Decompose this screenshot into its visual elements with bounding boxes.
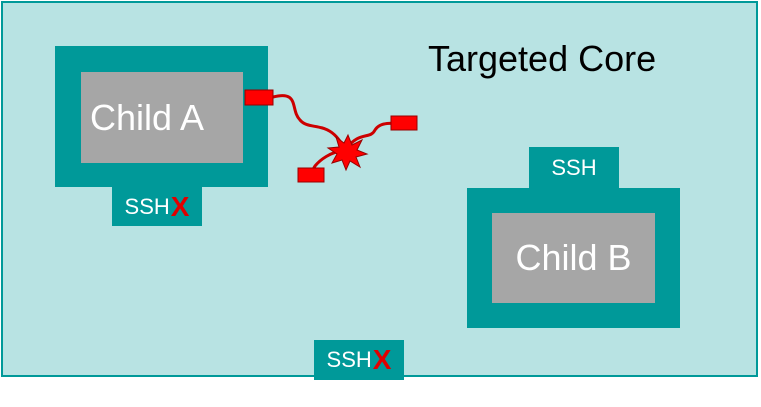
pin-lower [297, 167, 325, 183]
fault-burst-icon [326, 133, 369, 172]
pin-child-a [244, 89, 274, 106]
child-a-ssh-label: SSH [124, 193, 170, 219]
wire-from-child-a [272, 94, 347, 151]
child-a-ssh-fault-mark: X [170, 190, 190, 222]
core-ssh-fault-mark: X [372, 344, 392, 375]
child-b-ssh-label: SSH [551, 155, 597, 180]
wire-upper-pin [343, 121, 393, 151]
child-b-box: Child B [492, 213, 655, 303]
child-a-box: Child A [81, 72, 243, 163]
child-b-ssh: SSH [529, 147, 619, 189]
child-b-label: Child B [515, 237, 632, 278]
core-title: Targeted Core [428, 38, 657, 79]
child-a-label: Child A [89, 96, 205, 138]
pin-upper [390, 115, 418, 131]
core-ssh-label: SSH [326, 347, 372, 372]
